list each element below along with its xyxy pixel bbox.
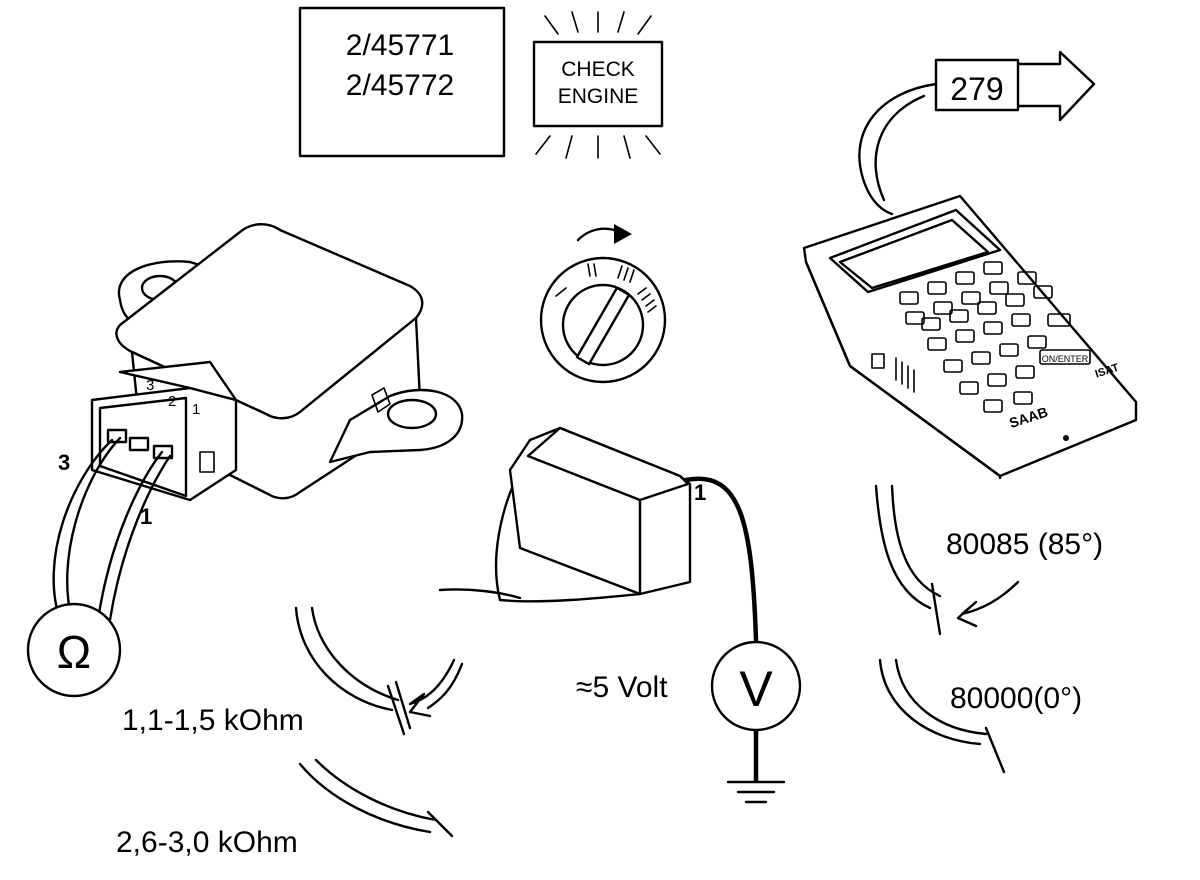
voltmeter: V bbox=[710, 640, 802, 732]
open-angle-arrow-icon bbox=[874, 484, 1020, 636]
lead-label-3: 3 bbox=[58, 450, 70, 475]
tester-vent bbox=[895, 357, 915, 393]
handheld-tester: ON/ENTER SAAB ISAT bbox=[802, 194, 1138, 480]
part-number-2: 2/45772 bbox=[346, 69, 454, 102]
volt-icon: V bbox=[739, 661, 773, 717]
ohmmeter: Ω bbox=[26, 602, 122, 698]
tester-cable bbox=[858, 82, 938, 216]
arrow-right-icon bbox=[1010, 50, 1096, 122]
fault-code-output: 279 bbox=[858, 50, 1096, 216]
check-engine-lamp: CHECK ENGINE bbox=[532, 11, 664, 159]
ignition-switch bbox=[539, 224, 667, 384]
pin-label-1: 1 bbox=[192, 401, 200, 418]
plug-pin-label: 1 bbox=[694, 480, 706, 505]
pin-label-3: 3 bbox=[146, 377, 154, 394]
resistance-open-reading: 2,6-3,0 kOhm bbox=[116, 826, 298, 859]
resistance-closed-reading: 1,1-1,5 kOhm bbox=[122, 704, 304, 737]
plug-connector: 1 bbox=[438, 426, 706, 603]
ground-icon bbox=[726, 780, 786, 804]
part-number-box: 2/45771 2/45772 bbox=[298, 6, 506, 158]
lamp-rays-icon bbox=[535, 11, 661, 159]
closed-throttle-arrow-icon bbox=[294, 606, 464, 736]
voltage-reading: ≈5 Volt bbox=[576, 671, 668, 704]
lamp-line-2: ENGINE bbox=[558, 85, 639, 108]
throttle-position-sensor: 3 2 1 bbox=[90, 223, 464, 502]
closed-angle-value: 80000(0°) bbox=[950, 682, 1082, 715]
ohm-icon: Ω bbox=[57, 626, 91, 678]
part-number-1: 2/45771 bbox=[346, 29, 454, 62]
open-throttle-arrow-icon bbox=[298, 758, 454, 838]
rotate-arrow-icon bbox=[614, 224, 632, 244]
lead-label-1: 1 bbox=[140, 504, 152, 529]
fault-code: 279 bbox=[950, 71, 1003, 107]
open-angle-value: 80085 (85°) bbox=[946, 528, 1103, 561]
lamp-line-1: CHECK bbox=[561, 58, 635, 81]
enter-key-label: ON/ENTER bbox=[1042, 354, 1089, 364]
closed-angle-arrow-icon bbox=[878, 658, 1006, 774]
pin-label-2: 2 bbox=[168, 393, 176, 410]
